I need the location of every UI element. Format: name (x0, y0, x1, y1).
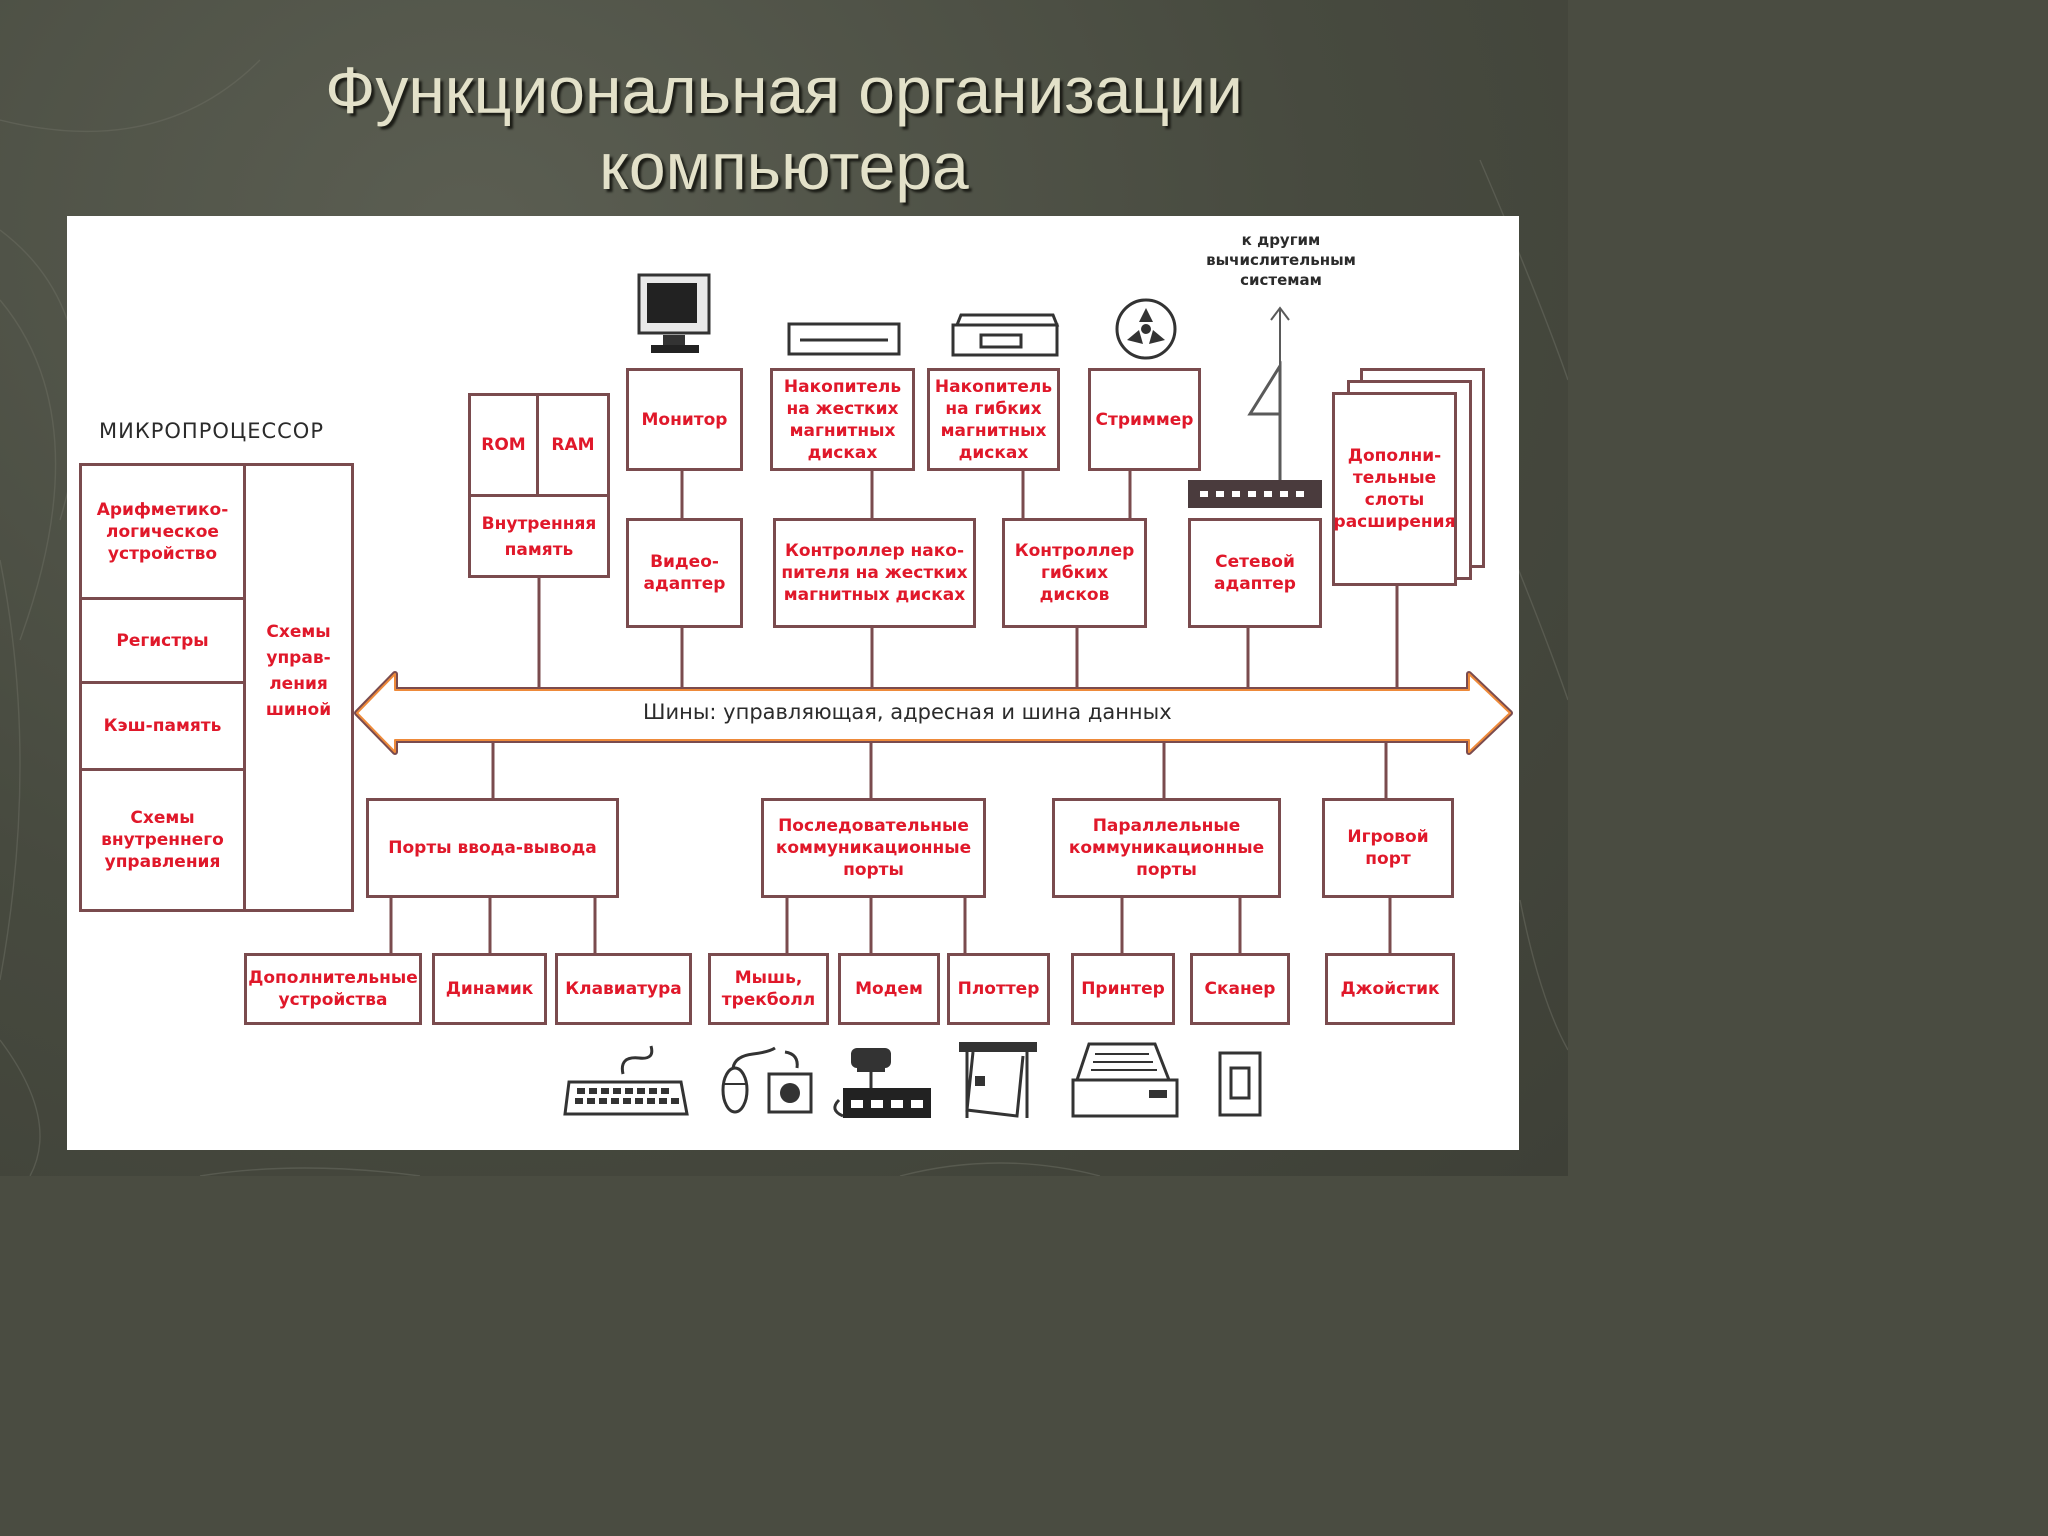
mouse-icon (721, 1046, 813, 1114)
alu-label: Арифметико-логическое устройство (96, 499, 229, 564)
network-adapter-box: Сетевой адаптер (1188, 518, 1322, 628)
internal-memory-label: Внутренняя память (481, 514, 597, 560)
monitor-icon (637, 273, 711, 353)
serial-ports-box: Последовательные коммуникационные порты (761, 798, 986, 898)
joystick-label: Джойстик (1340, 979, 1440, 999)
io-ports-box: Порты ввода-вывода (366, 798, 619, 898)
fdd-controller-label: Контроллер гибких дисков (1014, 541, 1135, 605)
monitor-box: Монитор (626, 368, 743, 471)
hdd-controller-label: Контроллер нако-пителя на жестких магнит… (781, 541, 968, 605)
internal-control-label: Схемы внутреннего управления (101, 808, 224, 872)
diagram-panel: Шины: управляющая, адресная и шина данны… (67, 216, 1519, 1150)
fdd-controller-box: Контроллер гибких дисков (1002, 518, 1147, 628)
video-adapter-box: Видео-адаптер (626, 518, 743, 628)
microprocessor-heading: МИКРОПРОЦЕССОР (99, 419, 325, 443)
extra-devices-box: Дополнительные устройства (244, 953, 422, 1025)
rom-label: ROM (481, 435, 526, 455)
io-ports-label: Порты ввода-вывода (388, 838, 597, 858)
hdd-icon (787, 322, 901, 356)
scanner-box: Сканер (1190, 953, 1290, 1025)
modem-icon (833, 1048, 931, 1118)
registers-cell: Регистры (79, 597, 246, 684)
bus-control-cell: Схемы управ-ления шиной (246, 596, 351, 746)
cache-cell: Кэш-память (79, 681, 246, 771)
modem-box: Модем (838, 953, 940, 1025)
keyboard-label: Клавиатура (565, 979, 682, 999)
plotter-label: Плоттер (957, 979, 1040, 999)
fdd-label: Накопитель на гибких магнитных дисках (934, 376, 1053, 463)
ram-label: RAM (551, 435, 595, 455)
speaker-label: Динамик (445, 979, 534, 999)
expansion-label: Дополни-тельные слоты расширения (1333, 446, 1456, 532)
rom-cell: ROM (468, 393, 539, 497)
slide-title: Функциональная организации компьютера (0, 52, 1568, 204)
background-decoration (0, 59, 1568, 1176)
printer-box: Принтер (1071, 953, 1175, 1025)
network-destination-label: к другим вычислительным системам (1206, 231, 1356, 289)
modem-label: Модем (855, 979, 923, 999)
bus-control-label: Схемы управ-ления шиной (265, 622, 332, 720)
video-adapter-label: Видео-адаптер (643, 552, 726, 594)
keyboard-icon (563, 1045, 689, 1116)
printer-icon (1071, 1042, 1179, 1118)
expansion-slots-box: Дополни-тельные слоты расширения (1332, 392, 1457, 586)
hdd-box: Накопитель на жестких магнитных дисках (770, 368, 915, 471)
streamer-box: Стриммер (1088, 368, 1201, 471)
network-card-icon (1188, 480, 1322, 508)
fdd-box: Накопитель на гибких магнитных дисках (927, 368, 1060, 471)
bus-label: Шины: управляющая, адресная и шина данны… (643, 700, 1172, 724)
title-line-2: компьютера (599, 129, 969, 203)
mouse-label: Мышь, трекболл (721, 968, 816, 1010)
game-port-label: Игровой порт (1347, 827, 1429, 869)
keyboard-box: Клавиатура (555, 953, 692, 1025)
printer-label: Принтер (1081, 979, 1165, 999)
plotter-box: Плоттер (947, 953, 1050, 1025)
internal-control-cell: Схемы внутреннего управления (79, 768, 246, 912)
streamer-icon (1115, 298, 1177, 360)
hdd-label: Накопитель на жестких магнитных дисках (783, 376, 902, 463)
streamer-label: Стриммер (1095, 409, 1194, 430)
serial-ports-label: Последовательные коммуникационные порты (775, 816, 972, 880)
mouse-box: Мышь, трекболл (708, 953, 829, 1025)
plotter-icon (959, 1042, 1037, 1118)
monitor-label: Монитор (641, 409, 728, 430)
extra-devices-label: Дополнительные устройства (248, 968, 418, 1010)
network-adapter-label: Сетевой адаптер (1214, 552, 1296, 594)
hdd-controller-box: Контроллер нако-пителя на жестких магнит… (773, 518, 976, 628)
connector-lines (354, 306, 1513, 953)
registers-label: Регистры (116, 630, 209, 651)
ram-cell: RAM (536, 393, 610, 497)
parallel-ports-box: Параллельные коммуникационные порты (1052, 798, 1281, 898)
joystick-icon (1218, 1051, 1262, 1117)
alu-cell: Арифметико-логическое устройство (79, 463, 246, 600)
speaker-box: Динамик (432, 953, 547, 1025)
fdd-icon (951, 313, 1060, 357)
cache-label: Кэш-память (103, 716, 222, 736)
title-line-1: Функциональная организации (325, 53, 1243, 127)
parallel-ports-label: Параллельные коммуникационные порты (1068, 816, 1265, 880)
game-port-box: Игровой порт (1322, 798, 1454, 898)
joystick-box: Джойстик (1325, 953, 1455, 1025)
internal-memory-cell: Внутренняя память (468, 498, 610, 576)
scanner-label: Сканер (1204, 979, 1276, 999)
